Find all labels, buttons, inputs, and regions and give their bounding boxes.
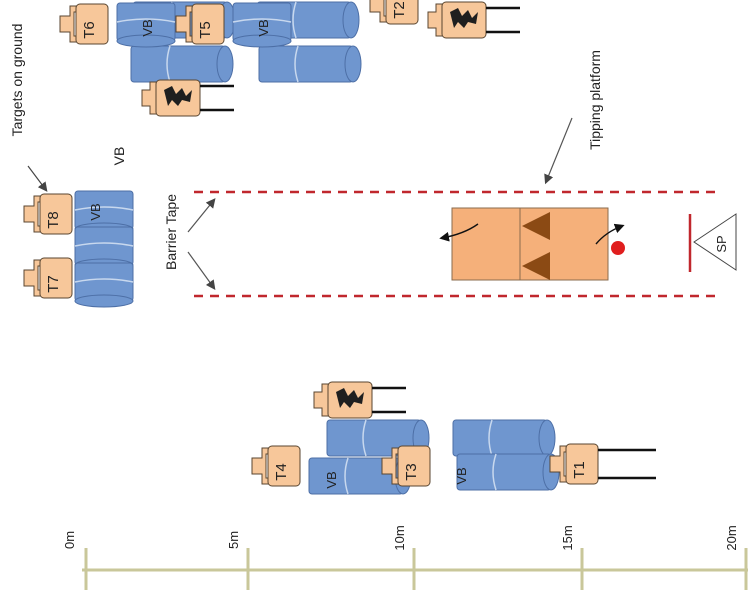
target-t8-label: T8: [45, 211, 62, 229]
target-t7: T7: [23, 257, 73, 299]
target-t2-label: T2: [391, 1, 408, 19]
sp-label: SP: [714, 235, 729, 252]
target-t6-label: T6: [81, 21, 98, 39]
sp-marker: SP: [688, 213, 737, 272]
barrel-tag-top-1: VB: [140, 19, 155, 36]
target-t3: T3: [381, 445, 431, 487]
target-t5: T5: [175, 3, 225, 45]
target-t7-label: T7: [45, 275, 62, 293]
target-t4: T4: [251, 445, 301, 487]
scale-label-2: 10m: [392, 525, 407, 550]
tipping-platform-arrow: [544, 117, 573, 185]
tipping-platform-label: Tipping platform: [587, 50, 603, 150]
scale-label-4: 20m: [724, 525, 739, 550]
barrier-tape-label: Barrier Tape: [163, 194, 179, 270]
hands-target-bottom: [312, 380, 408, 420]
target-t1: T1: [549, 443, 656, 485]
target-t3-label: T3: [403, 463, 420, 481]
barrier-tape-arrow-lower: [187, 251, 216, 290]
target-t1-label: T1: [571, 461, 588, 479]
target-t8: T8: [23, 193, 73, 235]
target-t5-label: T5: [197, 21, 214, 39]
tip-arrow-right: [595, 223, 625, 245]
targets-on-ground-label: Targets on ground: [9, 24, 25, 137]
tip-arrow-left: [439, 223, 479, 242]
platform-hinge-upper: [522, 212, 550, 240]
tipping-platform: [439, 207, 625, 281]
left-barrel-stack: [74, 190, 134, 308]
scale-label-1: 5m: [226, 531, 241, 549]
hands-target-top-left: [140, 78, 236, 118]
barrel-tag-bottom-1: VB: [324, 471, 339, 488]
vb-label-left: VB: [111, 147, 127, 166]
bottom-barrel-group: [308, 419, 560, 495]
scale-label-3: 15m: [560, 525, 575, 550]
targets-on-ground-arrow: [27, 165, 48, 192]
barrier-tape-arrow-upper: [187, 198, 216, 233]
target-t4-label: T4: [273, 463, 290, 481]
barrel-tag-top-2: VB: [256, 19, 271, 36]
scale-ruler: 0m 5m 10m 15m 20m: [62, 525, 748, 590]
red-marker: [611, 241, 625, 255]
barrel-tag-left: VB: [88, 203, 103, 220]
top-barrel-group: [116, 1, 362, 83]
scale-label-0: 0m: [62, 531, 77, 549]
platform-hinge-lower: [522, 252, 550, 280]
target-t2: T2: [369, 0, 419, 25]
barrel-tag-bottom-2: VB: [454, 467, 469, 484]
target-t6: T6: [59, 3, 109, 45]
hands-target-top-right: [426, 0, 522, 40]
